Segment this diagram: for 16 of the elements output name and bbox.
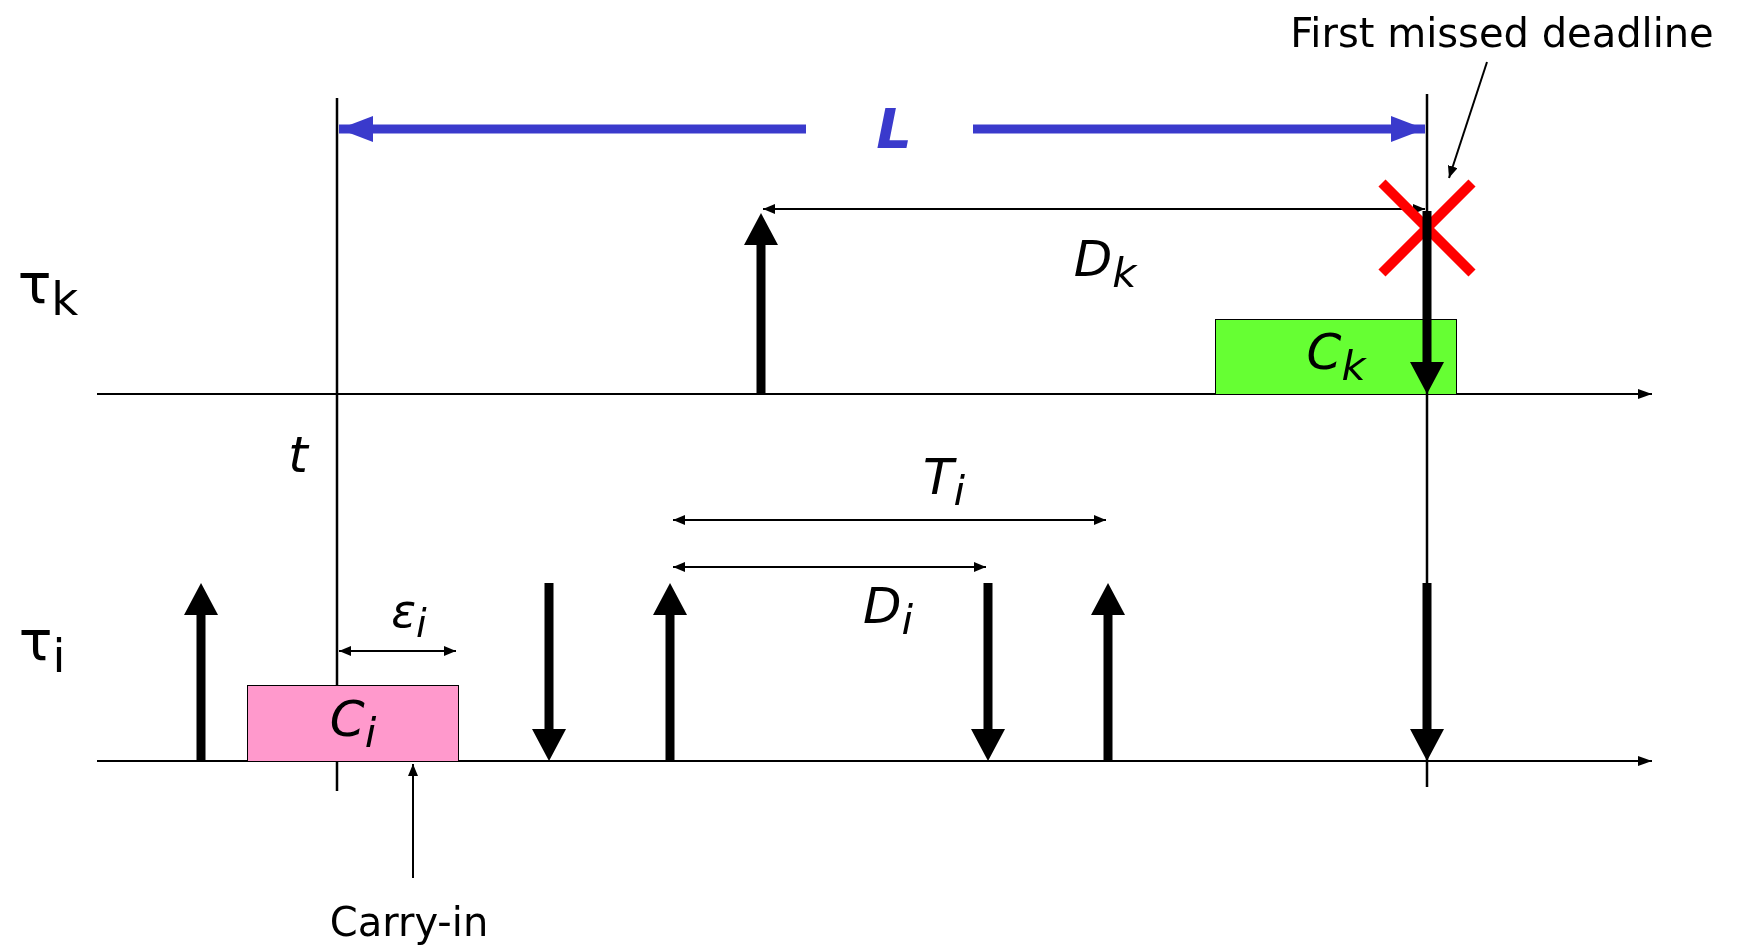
block-label: C$_{i}$ <box>329 693 377 754</box>
dimension-label: T$_{i}$ <box>922 452 966 512</box>
block-label: C$_{k}$ <box>1306 327 1366 387</box>
deadline-miss-mark <box>1378 179 1476 277</box>
annotation-text: First missed deadline <box>1290 13 1714 53</box>
task-label: τ$_{k}$ <box>17 255 79 323</box>
time-label: t <box>288 430 308 480</box>
execution-block <box>247 685 459 762</box>
leader-line <box>408 763 418 879</box>
dimension-label: ε$_{i}$ <box>391 588 427 644</box>
dimension-label: L <box>876 101 912 157</box>
execution-block <box>1215 319 1457 395</box>
dimension-label: D$_{k}$ <box>1073 234 1137 294</box>
dimension-label: D$_{i}$ <box>862 581 914 641</box>
task-label: τ$_{i}$ <box>18 612 66 680</box>
leader-line <box>1448 61 1488 179</box>
